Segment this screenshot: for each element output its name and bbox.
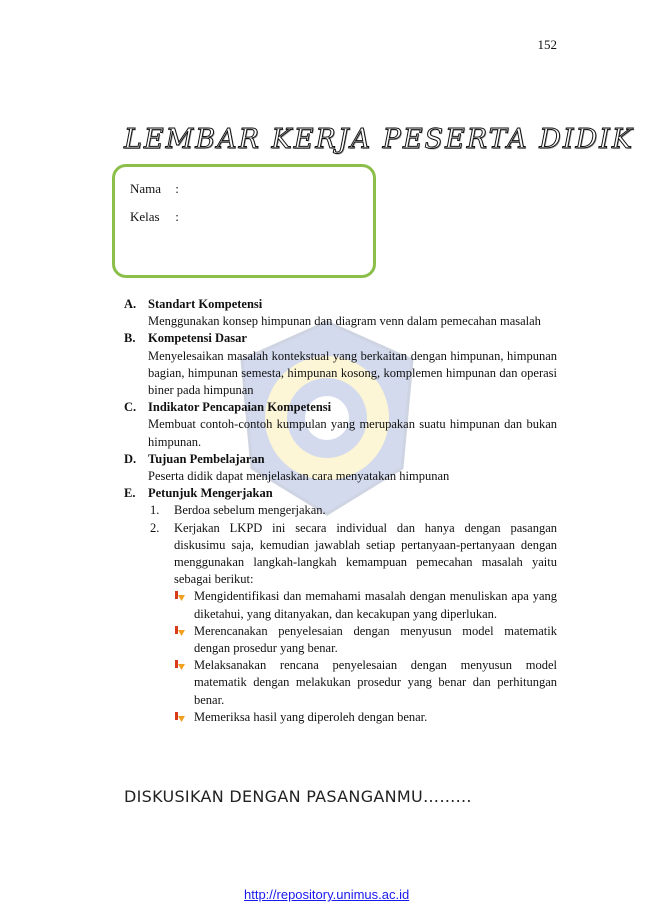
section-heading: D. Tujuan Pembelajaran [124, 451, 557, 468]
section-title: Standart Kompetensi [148, 297, 263, 311]
section-title: Petunjuk Mengerjakan [148, 486, 273, 501]
step-text: Memeriksa hasil yang diperoleh dengan be… [194, 709, 428, 724]
arrow-bullet-icon [174, 623, 194, 657]
section-body: Menggunakan konsep himpunan dan diagram … [148, 314, 541, 329]
section-title: Tujuan Pembelajaran [148, 451, 265, 466]
section-body: Menyelesaikan masalah kontekstual yang b… [148, 348, 557, 398]
section-title: Indikator Pencapaian Kompetensi [148, 400, 332, 415]
section-letter: C. [124, 400, 137, 415]
repository-link[interactable]: http://repository.unimus.ac.id [244, 887, 410, 902]
discussion-heading: DISKUSIKAN DENGAN PASANGANMU……... [124, 787, 472, 806]
class-label: Kelas [130, 209, 160, 224]
problem-solving-steps: Mengidentifikasi dan memahami masalah de… [174, 588, 557, 726]
instruction-text: Kerjakan LKPD ini secara individual dan … [174, 520, 557, 587]
instruction-item: 1. Berdoa sebelum mengerjakan. [150, 502, 557, 519]
class-separator: : [175, 209, 179, 224]
section-standard-competence: A. Standart Kompetensi Menggunakan konse… [124, 296, 557, 330]
instruction-item: 2. Kerjakan LKPD ini secara individual d… [150, 520, 557, 726]
step-item: Memeriksa hasil yang diperoleh dengan be… [174, 709, 557, 726]
class-field-row: Kelas : [130, 209, 179, 225]
section-letter: B. [124, 331, 136, 346]
section-instructions: E. Petunjuk Mengerjakan 1. Berdoa sebelu… [124, 485, 557, 726]
instruction-index: 2. [150, 520, 160, 535]
step-item: Merencanakan penyelesaian dengan menyusu… [174, 623, 557, 657]
instruction-text: Berdoa sebelum mengerjakan. [174, 503, 326, 518]
instruction-index: 1. [150, 503, 160, 518]
name-field-row: Nama : [130, 181, 179, 197]
section-title: Kompetensi Dasar [148, 331, 247, 346]
arrow-bullet-icon [174, 657, 194, 709]
step-text: Mengidentifikasi dan memahami masalah de… [194, 589, 557, 621]
page-title: LEMBAR KERJA PESERTA DIDIK [124, 124, 634, 156]
identity-box: Nama : Kelas : [112, 164, 376, 278]
section-letter: E. [124, 486, 136, 501]
section-learning-objective: D. Tujuan Pembelajaran Peserta didik dap… [124, 451, 557, 485]
section-basic-competence: B. Kompetensi Dasar Menyelesaikan masala… [124, 330, 557, 399]
arrow-bullet-icon [174, 588, 194, 622]
step-item: Melaksanakan rencana penyelesaian dengan… [174, 657, 557, 709]
section-heading: B. Kompetensi Dasar [124, 330, 557, 347]
name-label: Nama [130, 181, 162, 196]
section-letter: A. [124, 297, 137, 311]
section-heading: E. Petunjuk Mengerjakan [124, 485, 557, 502]
worksheet-content: A. Standart Kompetensi Menggunakan konse… [124, 296, 557, 726]
section-heading: A. Standart Kompetensi [124, 296, 557, 313]
name-separator: : [175, 181, 179, 196]
instruction-list: 1. Berdoa sebelum mengerjakan. 2. Kerjak… [124, 502, 557, 726]
arrow-bullet-icon [174, 709, 194, 726]
page-number: 152 [537, 37, 558, 52]
step-text: Merencanakan penyelesaian dengan menyusu… [194, 623, 557, 656]
section-body: Membuat contoh-contoh kumpulan yang meru… [148, 417, 557, 449]
step-text: Melaksanakan rencana penyelesaian dengan… [194, 658, 557, 707]
instruction-content: Kerjakan LKPD ini secara individual dan … [174, 520, 557, 726]
step-item: Mengidentifikasi dan memahami masalah de… [174, 588, 557, 622]
section-achievement-indicator: C. Indikator Pencapaian Kompetensi Membu… [124, 399, 557, 451]
section-letter: D. [124, 451, 137, 466]
section-body: Peserta didik dapat menjelaskan cara men… [148, 469, 450, 484]
section-heading: C. Indikator Pencapaian Kompetensi [124, 399, 557, 416]
